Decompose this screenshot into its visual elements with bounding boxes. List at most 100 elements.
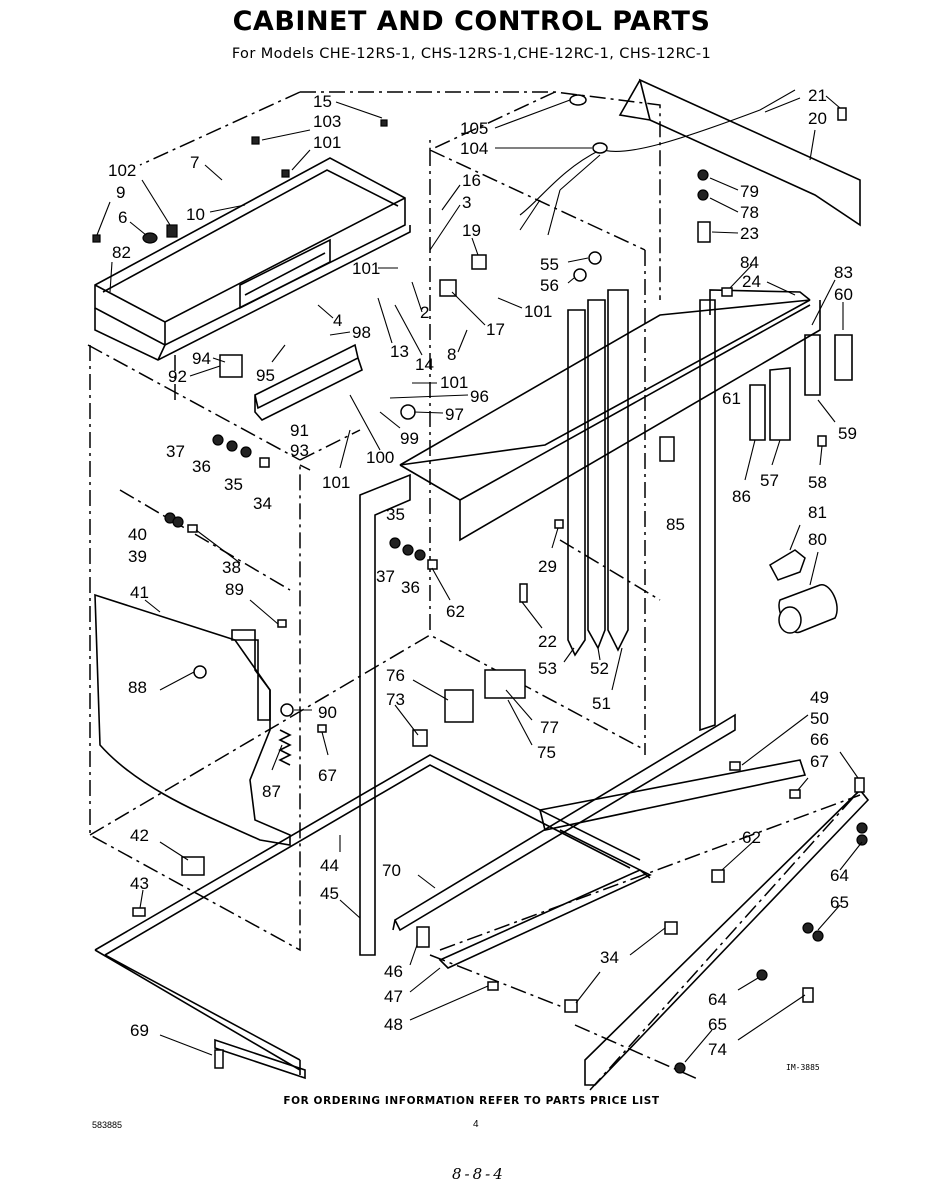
callout-55: 55 <box>540 255 559 274</box>
leader-51 <box>611 647 623 691</box>
screw-62-mid <box>427 559 438 570</box>
leader-80 <box>809 551 819 586</box>
screw-38 <box>187 524 198 533</box>
callout-70: 70 <box>382 861 401 880</box>
callout-49: 49 <box>810 688 829 707</box>
screw-49 <box>729 761 741 771</box>
leader-21 <box>825 95 841 109</box>
leader-86 <box>744 439 756 481</box>
leader-6 <box>129 221 147 236</box>
leader-19 <box>471 237 479 256</box>
clip-46 <box>416 926 430 948</box>
screw-15 <box>380 119 388 127</box>
callout-15: 15 <box>313 92 332 111</box>
leader-66 <box>839 751 859 779</box>
callout-88: 88 <box>128 678 147 697</box>
leader-103 <box>261 129 311 141</box>
relay-92 <box>219 354 243 378</box>
callout-19: 19 <box>462 221 481 240</box>
spring-87 <box>278 729 292 766</box>
callout-9: 9 <box>116 183 125 202</box>
bracket-86 <box>749 384 766 441</box>
screw-34-right <box>664 921 678 935</box>
front-rail-70 <box>392 713 736 932</box>
callout-100: 100 <box>366 448 394 467</box>
screw-34-lower <box>564 999 578 1013</box>
leader-43 <box>139 889 144 909</box>
leader-88 <box>159 671 195 691</box>
washer-65-lower <box>812 930 824 942</box>
illustration-reference: IM-3885 <box>786 1063 820 1072</box>
leader-67-right <box>797 777 809 791</box>
callout-75: 75 <box>537 743 556 762</box>
leader-98 <box>329 331 351 336</box>
callout-92: 92 <box>168 367 187 386</box>
screw-67-left <box>317 724 327 733</box>
leader-4 <box>317 304 334 319</box>
callout-42: 42 <box>130 826 149 845</box>
leader-34-lower <box>575 971 601 1004</box>
leader-101-lower <box>339 429 351 469</box>
wiring-panel <box>618 78 861 227</box>
part-callout-numbers: 1510310110510421207102968210163197978235… <box>108 86 857 1059</box>
callout-64: 64 <box>830 866 849 885</box>
washer-65-bottom <box>674 1062 686 1074</box>
leader-102 <box>141 179 171 226</box>
leader-9 <box>96 201 111 236</box>
washer-35-mid <box>414 549 426 561</box>
callout-29: 29 <box>538 557 557 576</box>
nut-90 <box>280 703 294 717</box>
leader-67-left <box>321 731 329 756</box>
washer-37 <box>212 434 224 446</box>
callout-96: 96 <box>470 387 489 406</box>
plate-85 <box>659 436 675 462</box>
callout-leaders <box>96 95 863 1063</box>
heater-element-53 <box>567 309 586 657</box>
leader-75 <box>507 699 533 746</box>
callout-77: 77 <box>540 718 559 737</box>
callout-64: 64 <box>708 990 727 1009</box>
callout-8: 8 <box>447 345 456 364</box>
washer-36-mid <box>402 544 414 556</box>
bracket-57 <box>769 367 791 441</box>
plate-77 <box>484 669 526 699</box>
page-subtitle: For Models CHE-12RS-1, CHS-12RS-1,CHE-12… <box>231 46 712 62</box>
callout-101: 101 <box>352 259 380 278</box>
callout-2: 2 <box>420 303 429 322</box>
knob-6 <box>142 232 158 244</box>
screw-67-right <box>789 789 801 799</box>
leader-79 <box>709 177 739 191</box>
screw-103 <box>251 136 260 145</box>
leader-38 <box>195 529 241 564</box>
leader-10 <box>209 204 246 213</box>
leader-99 <box>379 411 401 429</box>
leader-15 <box>335 101 383 119</box>
callout-46: 46 <box>384 962 403 981</box>
leader-34-right <box>629 927 666 956</box>
nut-88 <box>193 665 207 679</box>
callout-36: 36 <box>401 578 420 597</box>
callout-81: 81 <box>808 503 827 522</box>
leader-16 <box>441 184 461 211</box>
clip-84 <box>721 287 733 297</box>
leader-57 <box>771 439 781 466</box>
handwritten-note: 8-8-4 <box>452 1165 506 1183</box>
callout-16: 16 <box>462 171 481 190</box>
callout-48: 48 <box>384 1015 403 1034</box>
leader-62-mid <box>431 567 451 601</box>
callout-101: 101 <box>440 373 468 392</box>
leader-95 <box>271 344 286 363</box>
screw-21 <box>837 107 847 121</box>
leader-14 <box>394 304 423 356</box>
callout-62: 62 <box>446 602 465 621</box>
callout-3: 3 <box>462 193 471 212</box>
leader-23 <box>711 231 739 234</box>
clip-74 <box>802 987 814 1003</box>
callout-59: 59 <box>838 424 857 443</box>
callout-4: 4 <box>333 311 342 330</box>
callout-56: 56 <box>540 276 559 295</box>
control-tray <box>94 157 406 346</box>
strip-69 <box>214 1038 306 1080</box>
